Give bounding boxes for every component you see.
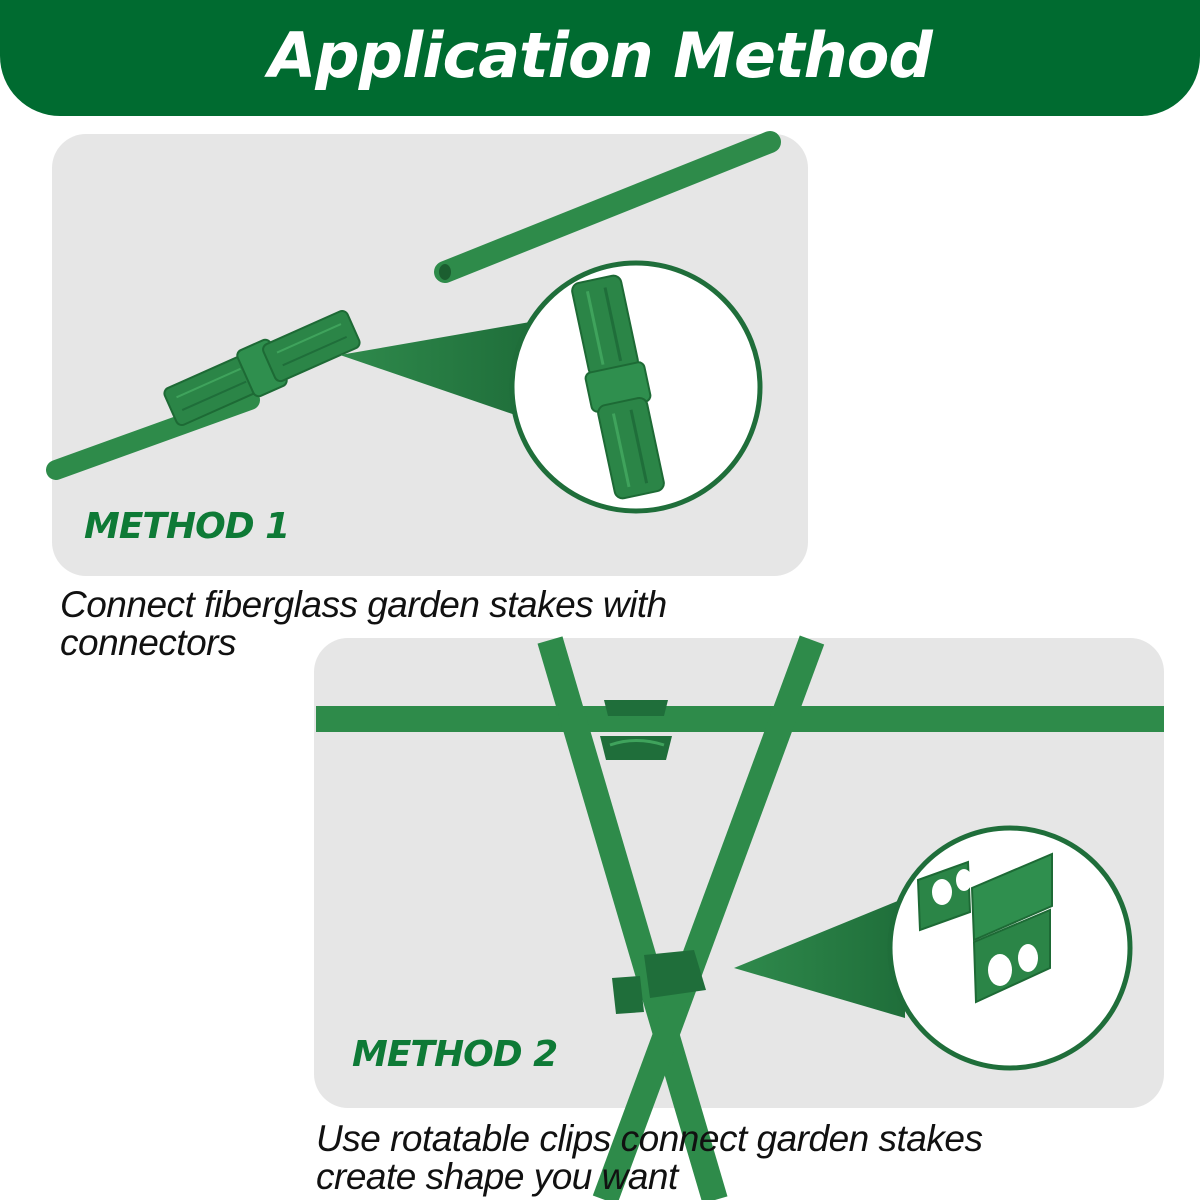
stake-connector-icon xyxy=(163,309,361,427)
connector-zoom-detail xyxy=(571,274,665,500)
zoom-pointer xyxy=(340,322,530,420)
method-1-label: METHOD 1 xyxy=(84,506,290,547)
page-title: Application Method xyxy=(268,18,933,92)
header-banner: Application Method xyxy=(0,0,1200,116)
method-1-description-line-1: Connect fiberglass garden stakes with xyxy=(60,584,667,625)
stake-clip-upper xyxy=(600,700,672,760)
method-1-description: Connect fiberglass garden stakes with co… xyxy=(60,586,780,662)
zoom-pointer-2 xyxy=(734,898,905,1018)
method-2-description: Use rotatable clips connect garden stake… xyxy=(316,1120,1176,1196)
stake-clip-icon xyxy=(916,852,1053,1004)
method-2-description-line-1: Use rotatable clips connect garden stake… xyxy=(316,1118,983,1159)
method-1-description-line-2: connectors xyxy=(60,622,237,663)
method-2-label: METHOD 2 xyxy=(352,1034,558,1075)
method-1-stakes xyxy=(46,131,781,480)
method-2-description-line-2: create shape you want xyxy=(316,1156,678,1197)
method-2-stakes xyxy=(316,635,1164,1200)
stake-clip-lower xyxy=(612,950,706,1014)
